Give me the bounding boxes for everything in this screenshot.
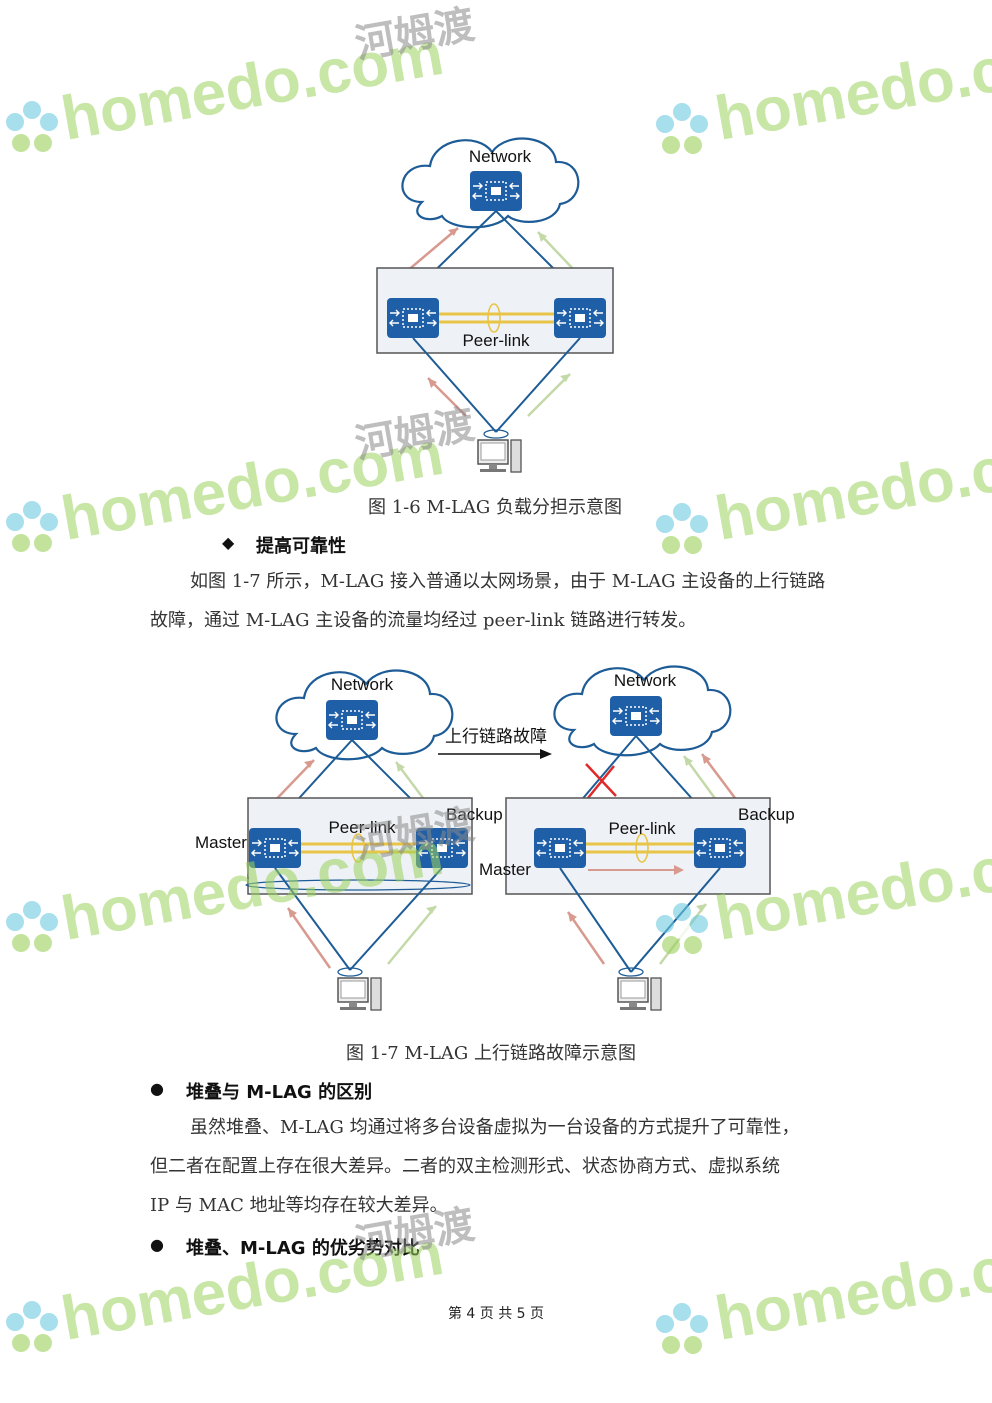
diamond-bullet-icon: ◆ [222, 533, 235, 552]
core-switch-icon [325, 699, 379, 741]
watermark-top-right: homedo.com [656, 40, 992, 154]
paragraph: 如图 1-7 所示，M-LAG 接入普通以太网场景，由于 M-LAG 主设备的上… [150, 571, 826, 631]
page-number: 第 4 页 共 5 页 [447, 1306, 545, 1322]
master-label: Master [479, 860, 531, 879]
right-switch-icon [553, 297, 607, 339]
master-label: Master [195, 833, 247, 852]
svg-text:homedo.com: homedo.com [710, 1240, 992, 1354]
network-label: Network [614, 671, 677, 690]
watermark-mid-right: homedo.com [656, 440, 992, 554]
figure-1-7-diagram: Network Peer-link Master Backup 上行链路故障 N… [195, 665, 795, 1011]
peerlink-label: Peer-link [328, 818, 396, 837]
master-switch-icon [533, 827, 587, 869]
uplink-flow-arrow [405, 227, 459, 273]
section-heading: 堆叠、M-LAG 的优劣势对比 [186, 1238, 420, 1259]
link-failure-icon [585, 763, 617, 799]
master-switch-icon [248, 827, 302, 869]
section-heading: 提高可靠性 [256, 536, 346, 557]
backup-label: Backup [738, 805, 795, 824]
backup-switch-icon [693, 827, 747, 869]
backup-label: Backup [446, 805, 503, 824]
svg-text:homedo.com: homedo.com [710, 40, 992, 154]
svg-text:河姆渡: 河姆渡 [352, 2, 478, 68]
figure-caption: 图 1-7 M-LAG 上行链路故障示意图 [346, 1043, 636, 1064]
paragraph: 虽然堆叠、M-LAG 均通过将多台设备虚拟为一台设备的方式提升了可靠性， 但二者… [150, 1117, 800, 1216]
svg-text:homedo.com: homedo.com [710, 440, 992, 554]
host-pc-icon [477, 439, 522, 473]
round-bullet-icon: ● [150, 1235, 164, 1254]
core-switch-icon [469, 170, 523, 212]
figure-1-6-diagram: Network Peer-link [376, 137, 614, 473]
backup-switch-icon [415, 827, 469, 869]
flower-logo-icon [6, 101, 58, 152]
core-switch-icon [609, 695, 663, 737]
left-switch-icon [386, 297, 440, 339]
host-pc-icon [617, 977, 662, 1011]
network-label: Network [469, 147, 532, 166]
watermark-bottom-left: homedo.com 河姆渡 [6, 1202, 478, 1354]
round-bullet-icon: ● [150, 1079, 164, 1098]
peerlink-label: Peer-link [608, 819, 676, 838]
section-heading: 堆叠与 M-LAG 的区别 [186, 1082, 373, 1103]
uplink-failure-label: 上行链路故障 [445, 727, 547, 747]
access-flow-arrow [527, 373, 571, 417]
peerlink-label: Peer-link [462, 331, 530, 350]
host-pc-icon [337, 977, 382, 1011]
figure-caption: 图 1-6 M-LAG 负载分担示意图 [368, 497, 622, 518]
network-label: Network [331, 675, 394, 694]
